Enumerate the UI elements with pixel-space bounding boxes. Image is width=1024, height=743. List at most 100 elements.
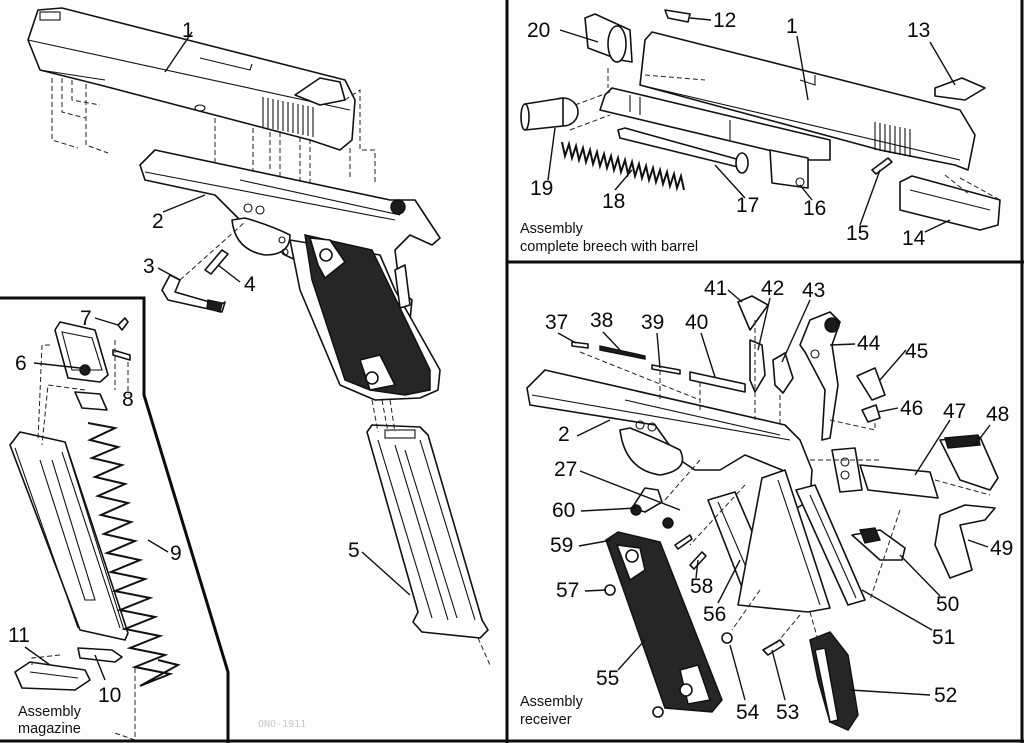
callout-9: 9 — [170, 542, 182, 565]
leader-line-5 — [361, 551, 411, 596]
breech-panel — [520, 9, 1001, 231]
callout-11: 11 — [8, 624, 30, 647]
leader-line-42 — [757, 297, 771, 351]
leader-line-52 — [849, 689, 931, 696]
leader-line-56 — [717, 559, 741, 604]
leader-line-54 — [729, 644, 746, 701]
part-slide-stop — [161, 274, 226, 313]
leader-line-17 — [714, 164, 746, 199]
part-pin-37 — [571, 341, 589, 349]
part-pin-53 — [762, 639, 785, 656]
callout-2-receiver: 2 — [558, 423, 570, 446]
callout-8: 8 — [122, 388, 134, 411]
part-screw-57 — [604, 584, 616, 596]
part-pin-7 — [117, 317, 129, 331]
callout-3: 3 — [143, 255, 155, 278]
part-rear-sight-13 — [934, 77, 986, 101]
callout-58: 58 — [690, 575, 713, 598]
caption-breech-line2: complete breech with barrel — [520, 239, 698, 255]
leader-line-39 — [656, 332, 661, 369]
callout-57: 57 — [556, 579, 579, 602]
part-recoil-spring-18 — [561, 140, 685, 192]
part-pin-4 — [204, 249, 229, 275]
part-magazine — [366, 399, 491, 666]
receiver-panel — [526, 295, 999, 731]
callout-40: 40 — [685, 311, 708, 334]
callout-27: 27 — [554, 458, 577, 481]
callout-41: 41 — [704, 277, 727, 300]
callout-54: 54 — [736, 701, 760, 724]
part-frame — [139, 149, 441, 321]
caption-breech-line1: Assembly — [520, 221, 584, 237]
leader-line-58 — [695, 559, 699, 579]
callout-53: 53 — [776, 701, 799, 724]
callout-12: 12 — [713, 9, 736, 32]
callout-4: 4 — [244, 273, 256, 296]
callout-50: 50 — [936, 593, 959, 616]
callout-6: 6 — [15, 352, 27, 375]
leader-line-46 — [877, 407, 899, 413]
alignment-lines-receiver — [579, 320, 991, 646]
callout-56: 56 — [703, 603, 726, 626]
callout-14: 14 — [902, 227, 926, 250]
leader-line-6 — [33, 362, 81, 369]
part-42 — [749, 339, 766, 393]
leader-line-55 — [617, 639, 646, 671]
leader-line-12 — [689, 17, 712, 21]
callout-43: 43 — [802, 279, 825, 302]
leader-line-48 — [974, 424, 991, 446]
part-spring-38 — [599, 345, 646, 360]
leader-line-16 — [799, 184, 813, 201]
part-frame-insert — [737, 469, 831, 613]
leader-lines — [24, 17, 991, 701]
leader-line-13 — [929, 41, 956, 86]
part-mag-catch — [77, 647, 123, 663]
callout-2: 2 — [152, 210, 164, 233]
callout-17: 17 — [736, 194, 759, 217]
watermark-text: ONO-1911 — [258, 719, 306, 730]
leader-line-53 — [771, 649, 786, 701]
callout-52: 52 — [934, 684, 957, 707]
part-breech-slide — [639, 31, 976, 171]
part-rod-40 — [689, 371, 746, 393]
callouts-magazine: 7 6 8 9 11 10 Assembly magazine — [8, 307, 182, 737]
callout-5: 5 — [348, 539, 360, 562]
part-mag-body — [9, 431, 129, 641]
part-grip-assembly — [289, 234, 441, 401]
main-panel — [27, 7, 491, 666]
callout-38: 38 — [590, 309, 613, 332]
leader-line-10 — [94, 654, 106, 681]
callout-47: 47 — [943, 400, 966, 423]
callout-19: 19 — [530, 177, 553, 200]
alignment-lines-breech — [569, 68, 1001, 201]
part-screw — [662, 517, 674, 529]
leader-line-11 — [24, 646, 51, 666]
leader-line-2r — [576, 419, 611, 437]
leader-line-49 — [967, 539, 989, 548]
callout-20: 20 — [527, 19, 550, 42]
callout-18: 18 — [602, 190, 625, 213]
leader-line-20 — [559, 29, 599, 43]
callout-1-breech: 1 — [786, 15, 798, 38]
alignment-lines-magazine — [31, 340, 136, 741]
leader-line-43 — [781, 299, 811, 363]
leader-line-4 — [217, 264, 241, 283]
callout-49: 49 — [990, 537, 1013, 560]
leader-line-14 — [924, 219, 951, 233]
magazine-panel — [9, 317, 181, 741]
leader-line-9 — [147, 539, 169, 553]
callout-59: 59 — [550, 534, 573, 557]
callout-51: 51 — [932, 626, 955, 649]
leader-line-59 — [578, 539, 613, 547]
callout-45: 45 — [905, 340, 928, 363]
caption-magazine-line2: magazine — [18, 721, 81, 737]
part-pin-15 — [871, 157, 893, 175]
caption-receiver-line2: receiver — [520, 712, 572, 728]
part-pin-39 — [651, 364, 681, 375]
part-50 — [851, 529, 906, 561]
callout-48: 48 — [986, 403, 1009, 426]
callout-13: 13 — [907, 19, 930, 42]
